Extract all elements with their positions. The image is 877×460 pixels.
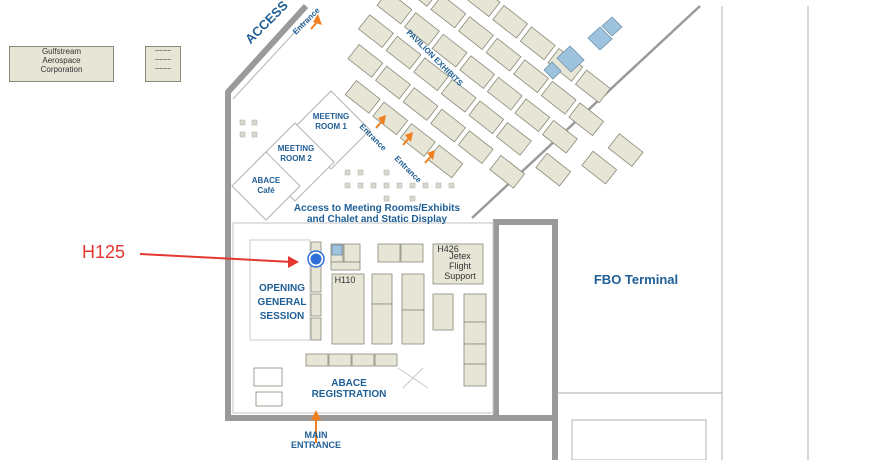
jetex-flight-support-label: Jetex Flight Support	[444, 251, 476, 281]
access-meeting-line-2: and Chalet and Static Display	[306, 214, 448, 225]
meeting-room-1-label: MEETING ROOM 1	[312, 112, 350, 131]
abace-cafe-title: ABACE	[251, 176, 281, 185]
callout-arrow	[139, 253, 299, 268]
pavilion-booths	[344, 0, 644, 189]
entrance-arrows	[310, 14, 435, 443]
highlighted-booth-h125	[331, 244, 343, 256]
table-dots	[239, 119, 455, 202]
hall-booths	[253, 241, 487, 407]
fbo-terminal-label: FBO Terminal	[593, 272, 679, 287]
booth-h110-label: H110	[334, 275, 356, 285]
aircraft-display	[397, 367, 429, 389]
callout-label: H125	[82, 242, 126, 262]
legend-sample-box: ~~~~ ~~~~ ~~~~	[145, 46, 181, 82]
thin-walls	[231, 5, 809, 460]
outer-walls	[225, 3, 558, 460]
abace-registration-line-2: REGISTRATION	[311, 389, 387, 400]
access-meeting-line-1: Access to Meeting Rooms/Exhibits	[293, 203, 461, 214]
booth-h426-label: H426	[437, 244, 459, 254]
opening-general-session-label: OPENING GENERAL SESSION	[257, 283, 307, 322]
meeting-room-2-label: MEETING ROOM 2	[277, 144, 315, 163]
highlighted-booths	[543, 16, 623, 80]
abace-registration-line-1: ABACE	[331, 378, 367, 389]
legend-exhibitor-box: Gulfstream Aerospace Corporation	[9, 46, 114, 82]
main-entrance-line-2: ENTRANCE	[290, 440, 341, 450]
location-marker-icon	[307, 250, 325, 268]
abace-cafe-sub: Café	[257, 186, 275, 195]
main-entrance-line-1: MAIN	[304, 430, 328, 440]
